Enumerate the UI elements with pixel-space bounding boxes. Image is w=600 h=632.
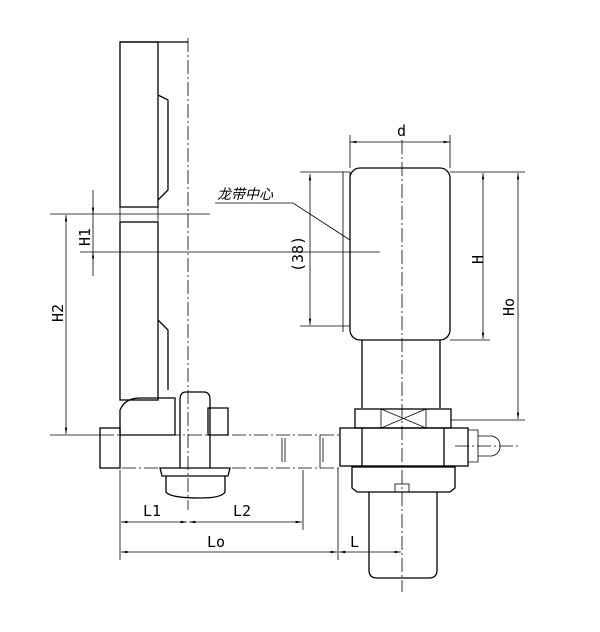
label-Ho: Ho — [500, 298, 518, 316]
label-L: L — [350, 533, 359, 551]
wall-section — [119, 38, 189, 510]
bolt-nut — [159, 467, 231, 499]
dimensions: d (38) H Ho H1 H2 L1 L2 Lo L — [49, 122, 525, 560]
hose-center-leader — [215, 202, 351, 241]
lower-cylinder — [368, 492, 438, 579]
label-d: d — [397, 122, 406, 140]
upper-cylinder — [349, 167, 451, 341]
label-Lo: Lo — [207, 533, 225, 551]
plate-hatch-left — [119, 397, 176, 436]
swivel-device — [339, 140, 520, 592]
wall-profile — [120, 41, 188, 390]
label-L2: L2 — [233, 502, 251, 520]
label-L1: L1 — [143, 502, 161, 520]
hose-center-label: 龙带中心 — [217, 187, 274, 203]
body-inner — [361, 428, 445, 466]
wall-lower-hatch — [119, 221, 159, 401]
label-H1: H1 — [76, 228, 94, 246]
plate-left-edge — [99, 427, 121, 469]
base-plate — [99, 391, 340, 499]
plate-break-marks — [281, 435, 324, 468]
plate-hatch-right — [207, 407, 229, 436]
label-H: H — [469, 255, 487, 264]
wall-upper-hatch — [119, 41, 159, 208]
label-38: (38) — [289, 236, 307, 272]
bolt — [179, 391, 211, 468]
flange — [351, 466, 456, 493]
body — [339, 427, 469, 467]
hex-nut-faces — [380, 408, 427, 429]
shaft — [361, 340, 441, 408]
label-H2: H2 — [49, 304, 67, 322]
